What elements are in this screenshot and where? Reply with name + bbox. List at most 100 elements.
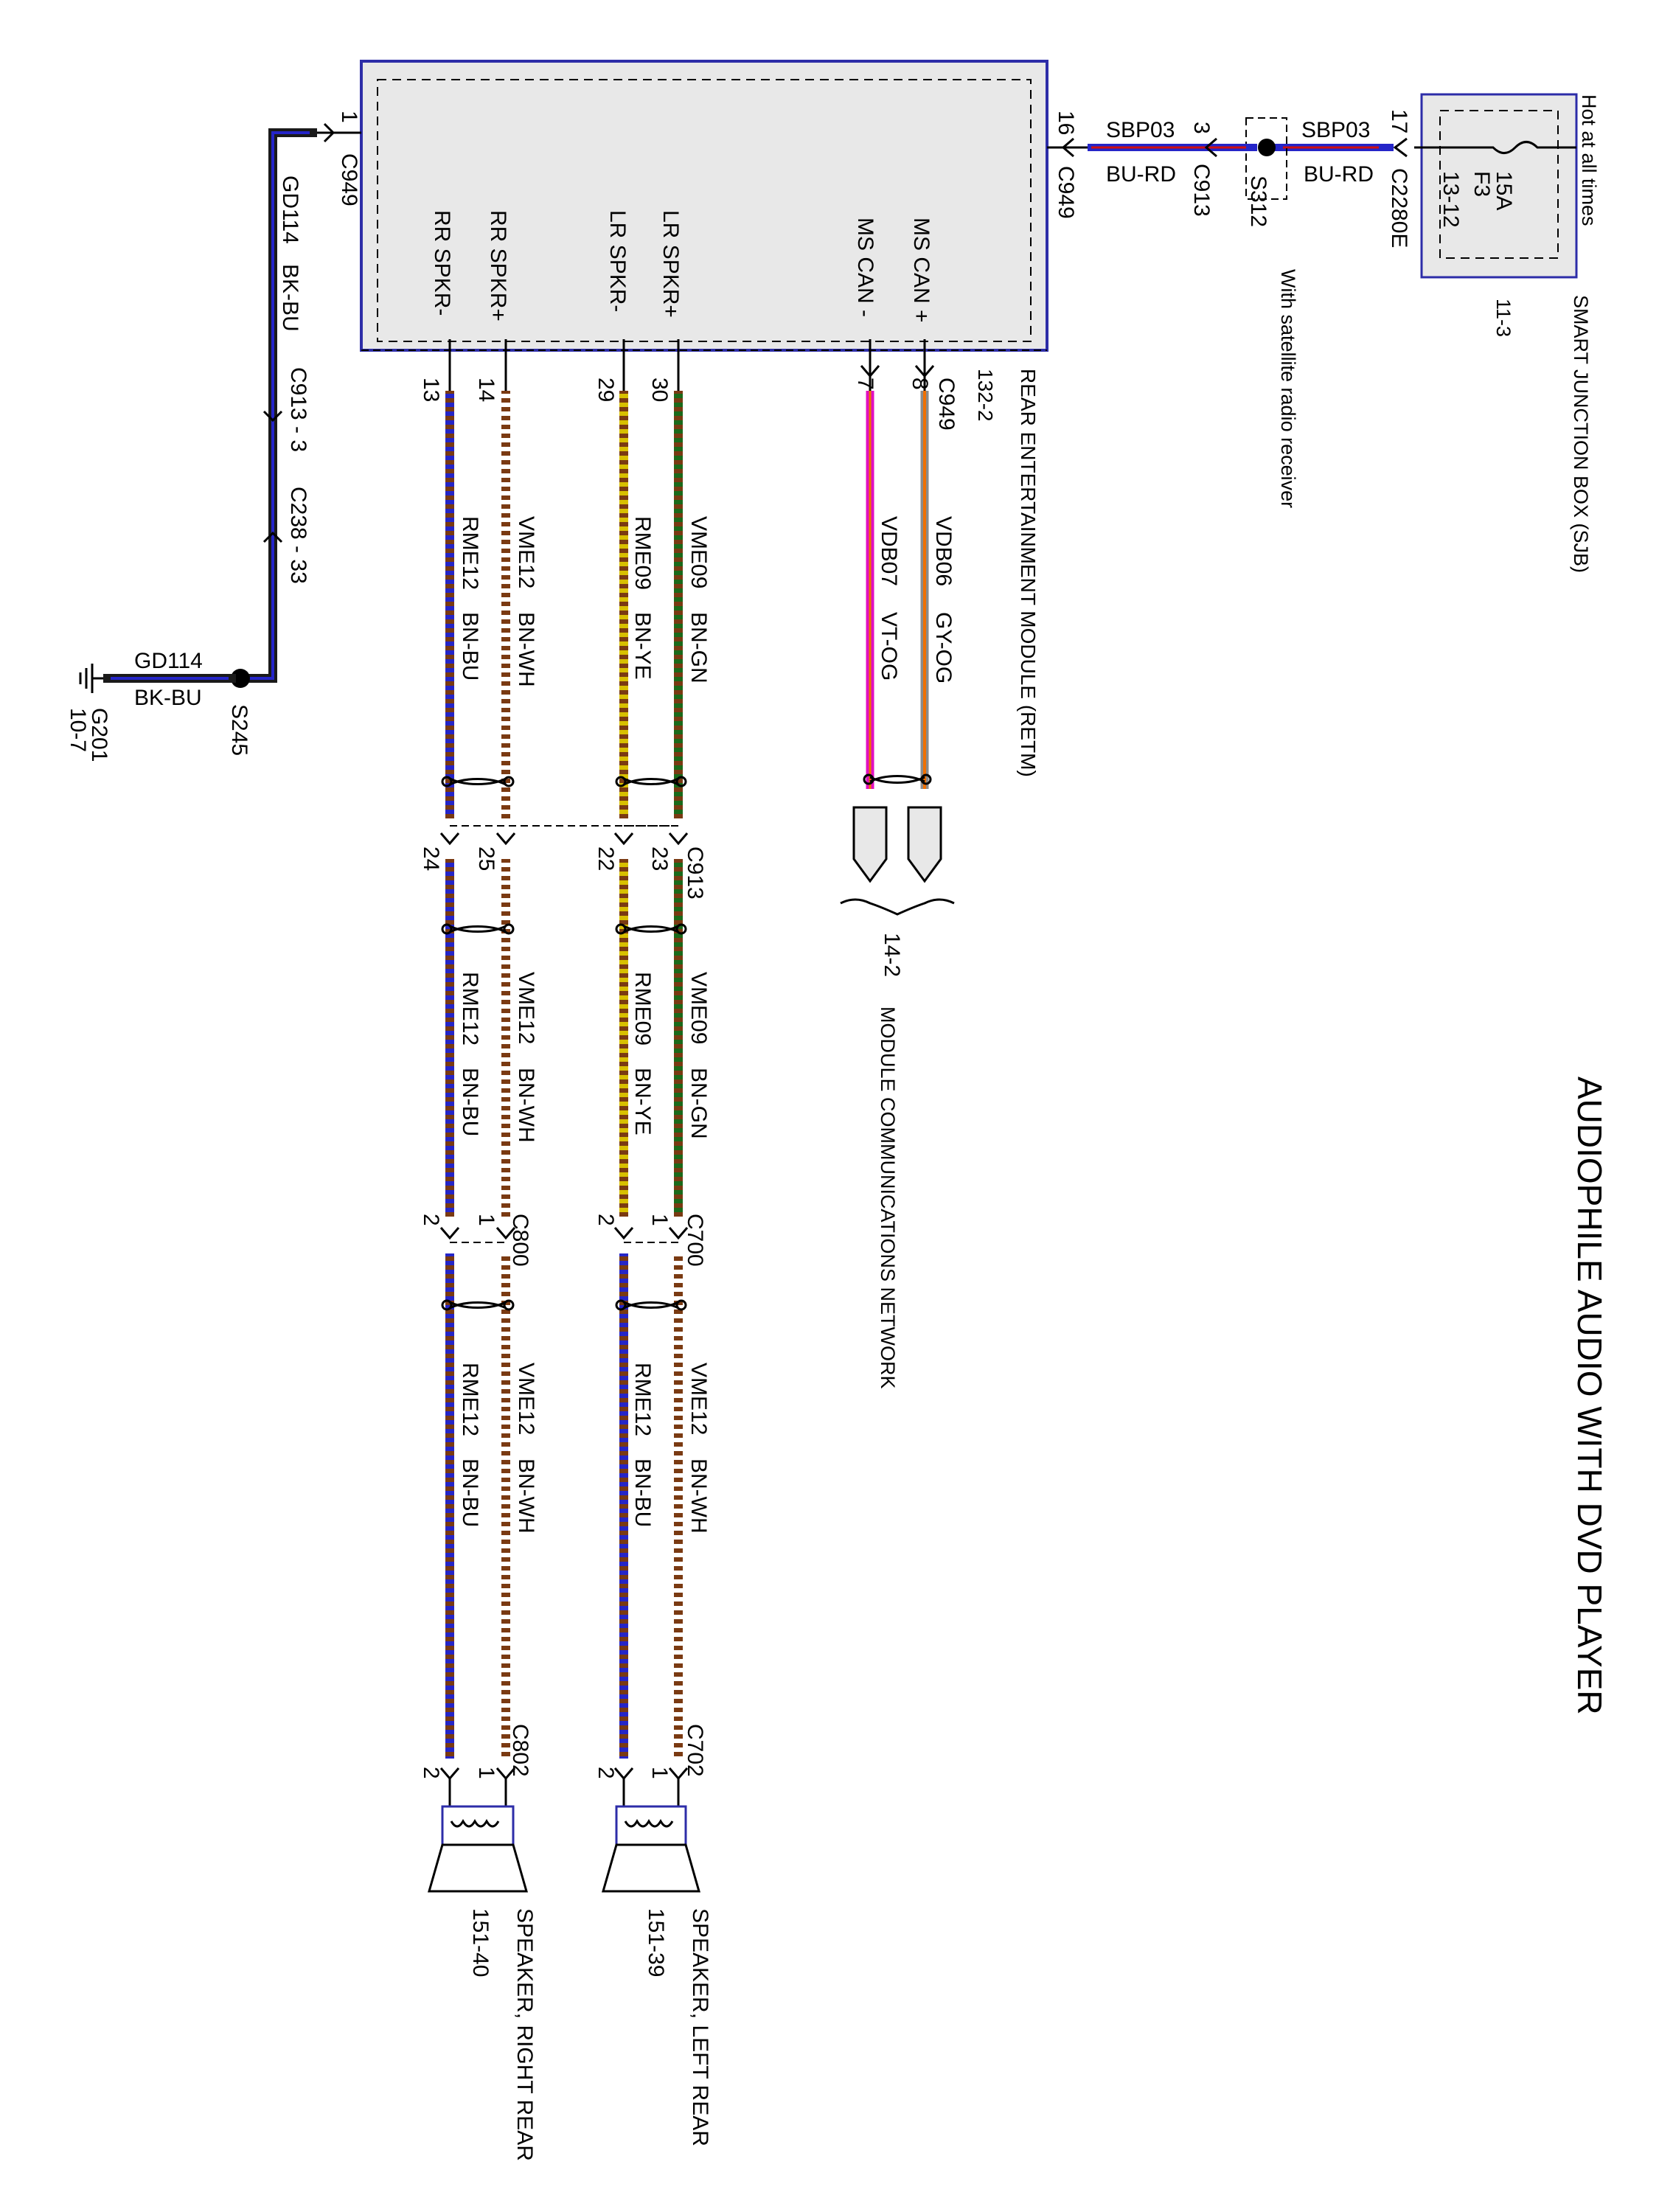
rr-seg2-neg-wire (445, 859, 454, 1217)
lr-seg2-neg-wire (619, 859, 628, 1217)
rr-speaker-label: SPEAKER, RIGHT REAR (512, 1908, 537, 2161)
retm-module-inner (377, 79, 1032, 342)
lr-seg2-neg-circuit: RME09 (630, 972, 655, 1046)
rr-seg1-pos-circuit: VME12 (514, 516, 538, 588)
can-plus-chevron (914, 365, 935, 378)
lr-seg2-pos-color: BN-GN (686, 1068, 711, 1139)
can-plus-connector: C949 (934, 378, 959, 431)
fuse-name-label: F3 (1470, 171, 1494, 197)
retm-power-pin: 16 (1054, 111, 1078, 135)
lr-seg1-twist-a (623, 778, 679, 786)
rr-seg3-twist-b (449, 1301, 507, 1309)
c913-ground-chevron (262, 410, 283, 422)
s245-splice-label: S245 (227, 704, 251, 756)
ground-color-label-2: BK-BU (134, 686, 202, 710)
fuse-rating-text: 15A (1492, 171, 1516, 210)
speaker-circuits (361, 339, 1047, 1893)
retm-ref-label: 132-2 (974, 369, 997, 422)
lr-seg1-twist-b (623, 777, 679, 785)
rr-c913-neg-pin: 24 (419, 846, 443, 871)
rr-conn1-chev1 (439, 1227, 460, 1240)
power-circuit-label-outer: SBP03 (1301, 118, 1370, 142)
can-minus-chevron (860, 365, 880, 378)
rr-neg-pin: 13 (419, 378, 443, 402)
lr-seg2-pos-wire (674, 859, 683, 1217)
can-minus-circuit: VDB07 (877, 516, 901, 586)
lr-conn0-chev1 (613, 832, 634, 846)
c913-ground-label: C913 - 3 (286, 367, 310, 452)
lr-seg3-pos-wire (674, 1253, 683, 1759)
rr-seg1-pos-color: BN-WH (514, 612, 538, 687)
lr-neg-pin: 29 (594, 378, 618, 402)
retm-pin-lr-spkr-minus: LR SPKR- (605, 210, 630, 312)
lr-seg3-twist-b (623, 1301, 679, 1309)
rr-seg2-twist-end-b (503, 923, 515, 935)
lr-seg3-pos-color: BN-WH (686, 1458, 711, 1534)
lr-speaker-cone-icon (602, 1843, 700, 1893)
rr-seg3-pos-color: BN-WH (514, 1458, 538, 1534)
lr-seg1-pos-circuit: VME09 (686, 516, 711, 588)
rr-pos-pin: 14 (474, 378, 498, 402)
lr-c702-neg-pin: 2 (594, 1767, 618, 1779)
lr-seg2-twist-b (623, 925, 679, 933)
can-plus-circuit: VDB06 (931, 516, 956, 586)
lr-conn1-chev1 (613, 1227, 634, 1240)
retm-pin-lr-spkr-plus: LR SPKR+ (658, 210, 683, 318)
lr-c702-pos-pin: 1 (647, 1767, 672, 1779)
rr-speaker-coil-icon (450, 1818, 500, 1828)
lr-conn1-chev0 (668, 1227, 689, 1240)
power-circuit-label-inner: SBP03 (1106, 118, 1175, 142)
rr-conn0-chev1 (439, 832, 460, 846)
rr-seg3-neg-wire (445, 1253, 454, 1759)
lr-seg1-pos-color: BN-GN (686, 612, 711, 684)
c800-label: C800 (508, 1214, 532, 1267)
lr-seg3-neg-circuit: RME12 (630, 1363, 655, 1436)
lr-seg3-pos-circuit: VME12 (686, 1363, 711, 1435)
sjb-connector-label: C2280E (1387, 168, 1411, 248)
ground-retm-connector: C949 (337, 153, 361, 206)
ground-circuit-label: GD114 (278, 175, 302, 244)
lr-seg3-twist-end-a (615, 1299, 627, 1311)
can-plus-pin: 8 (908, 378, 932, 390)
retm-pin-rr-spkr-minus: RR SPKR- (430, 210, 454, 316)
lr-seg2-neg-color: BN-YE (630, 1068, 655, 1135)
lr-seg3-neg-color: BN-BU (630, 1458, 655, 1527)
rr-c802-pos-pin: 1 (474, 1767, 498, 1779)
rr-speaker-cone-icon (428, 1843, 528, 1893)
fuse-symbol (1414, 141, 1576, 154)
rr-seg1-pos-wire (501, 391, 510, 818)
s312-splice-label: S312 (1246, 175, 1270, 227)
rr-seg2-pos-circuit: VME12 (514, 972, 538, 1044)
retm-name-label: REAR ENTERTAINMENT MODULE (RETM) (1017, 369, 1040, 777)
c913-power-label: C913 (1189, 164, 1214, 217)
rr-speaker-ref: 151-40 (468, 1908, 493, 1977)
lr-c700-neg-pin: 2 (594, 1214, 618, 1226)
can-minus-color: VT-OG (877, 612, 901, 681)
sjb-ref-label: 11-3 (1492, 299, 1514, 337)
rr-seg2-pos-color: BN-WH (514, 1068, 538, 1143)
retm-pin-ms-can-plus: MS CAN + (909, 218, 933, 323)
rr-seg1-twist-end-b (503, 776, 515, 787)
rr-seg2-twist-a (449, 925, 507, 933)
ground-wire-gd114-stripe (236, 131, 310, 680)
c238-ground-chevron (262, 531, 283, 543)
lr-speaker-ref: 151-39 (644, 1908, 668, 1977)
can-minus-arrow-icon (852, 806, 888, 883)
c700-label: C700 (683, 1214, 707, 1267)
can-plus-arrow-icon (907, 806, 942, 883)
power-color-label-inner: BU-RD (1106, 162, 1176, 187)
rr-c800-neg-pin: 2 (419, 1214, 443, 1226)
rr-c800-pos-pin: 1 (474, 1214, 498, 1226)
rr-seg3-twist-a (449, 1301, 507, 1310)
lr-c913-pos-pin: 23 (647, 846, 672, 871)
rr-seg2-pos-wire (501, 859, 510, 1217)
rr-seg3-neg-circuit: RME12 (458, 1363, 482, 1436)
lr-seg1-neg-circuit: RME09 (630, 516, 655, 590)
rr-seg1-twist-b (449, 777, 507, 785)
retm-pin-rr-spkr-plus: RR SPKR+ (486, 210, 510, 321)
c238-ground-label: C238 - 33 (286, 487, 310, 584)
rr-conn0-chev0 (495, 832, 516, 846)
rr-c913-pos-pin: 25 (474, 846, 498, 871)
c702-label: C702 (683, 1724, 707, 1777)
c802-label: C802 (508, 1724, 532, 1777)
